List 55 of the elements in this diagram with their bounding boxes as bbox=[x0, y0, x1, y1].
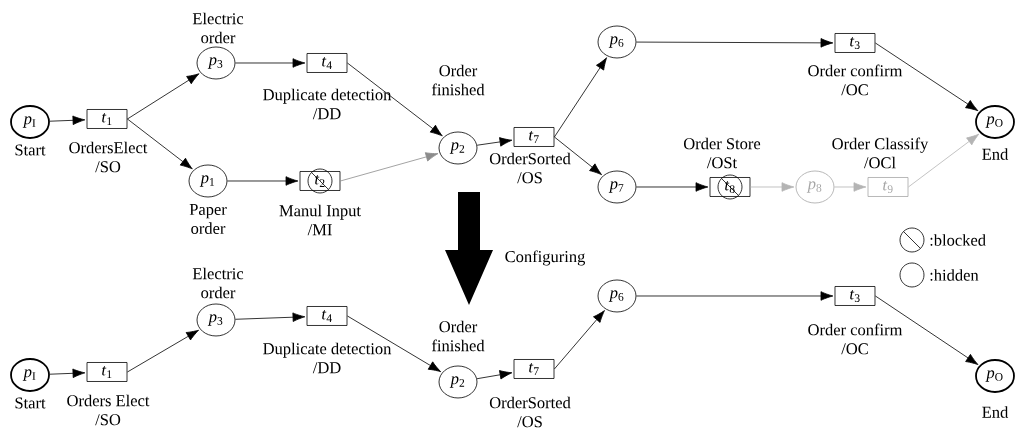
arrow bbox=[636, 182, 709, 192]
node-caption: OrdersElect /SO bbox=[69, 141, 148, 173]
node-caption: Order Classify /OCl bbox=[832, 137, 929, 169]
transition-box: t$_{3}$ bbox=[834, 286, 876, 306]
node-caption: Order finished bbox=[431, 320, 485, 352]
legend-label: :hidden bbox=[930, 269, 979, 281]
node-caption: OrderSorted /OS bbox=[489, 152, 571, 184]
arrow bbox=[49, 115, 86, 126]
transition-box: t$_{4}$ bbox=[306, 306, 348, 326]
arrow bbox=[347, 62, 443, 137]
transition-box: t$_{1}$ bbox=[86, 109, 128, 129]
node-caption: End bbox=[982, 148, 1009, 160]
transition-box: t$_{4}$ bbox=[306, 53, 348, 73]
node-caption: End bbox=[982, 406, 1009, 418]
arrow bbox=[49, 368, 86, 379]
arrow bbox=[554, 310, 605, 370]
arrow bbox=[235, 58, 306, 68]
arrow bbox=[636, 38, 834, 48]
node-caption: Orders Elect /SO bbox=[67, 394, 150, 426]
arrow bbox=[750, 182, 795, 192]
arrow bbox=[347, 315, 442, 373]
arrow bbox=[340, 152, 439, 182]
transition-box: t$_{3}$ bbox=[834, 33, 876, 53]
arrow bbox=[476, 137, 513, 147]
node-caption: Electric order bbox=[192, 267, 244, 299]
arrow bbox=[554, 57, 607, 138]
legend-label: :blocked bbox=[930, 234, 986, 246]
node-caption: Order confirm /OC bbox=[808, 323, 903, 355]
node-caption: Duplicate detection /DD bbox=[263, 88, 392, 120]
node-caption: Paper order bbox=[189, 204, 227, 234]
arrow bbox=[908, 133, 980, 188]
arrow bbox=[235, 312, 306, 322]
arrow bbox=[127, 329, 199, 373]
transition-box: t$_{1}$ bbox=[86, 362, 128, 382]
arrow bbox=[875, 42, 979, 112]
arrow bbox=[227, 176, 299, 186]
node-caption: Electric order bbox=[192, 12, 244, 44]
arrow bbox=[554, 136, 602, 176]
node-caption: Start bbox=[15, 144, 46, 156]
transition-box: t$_{7}$ bbox=[513, 127, 555, 147]
node-caption: OrderSorted /OS bbox=[489, 396, 571, 428]
arrow bbox=[127, 73, 200, 120]
node-caption: Start bbox=[15, 397, 46, 409]
transition-box: t$_{7}$ bbox=[513, 359, 555, 379]
arrow bbox=[875, 295, 979, 365]
hidden-transition-box: t$_{9}$ bbox=[867, 177, 909, 197]
arrow bbox=[834, 182, 867, 192]
node-caption: Duplicate detection /DD bbox=[263, 342, 392, 374]
arrow bbox=[636, 291, 834, 301]
arrow bbox=[476, 370, 513, 380]
node-caption: Order finished bbox=[431, 64, 485, 96]
node-caption: Order confirm /OC bbox=[808, 64, 903, 96]
arrow bbox=[127, 118, 193, 170]
annotation-text: Configuring bbox=[505, 250, 586, 266]
node-caption: Manul Input /MI bbox=[279, 204, 361, 236]
